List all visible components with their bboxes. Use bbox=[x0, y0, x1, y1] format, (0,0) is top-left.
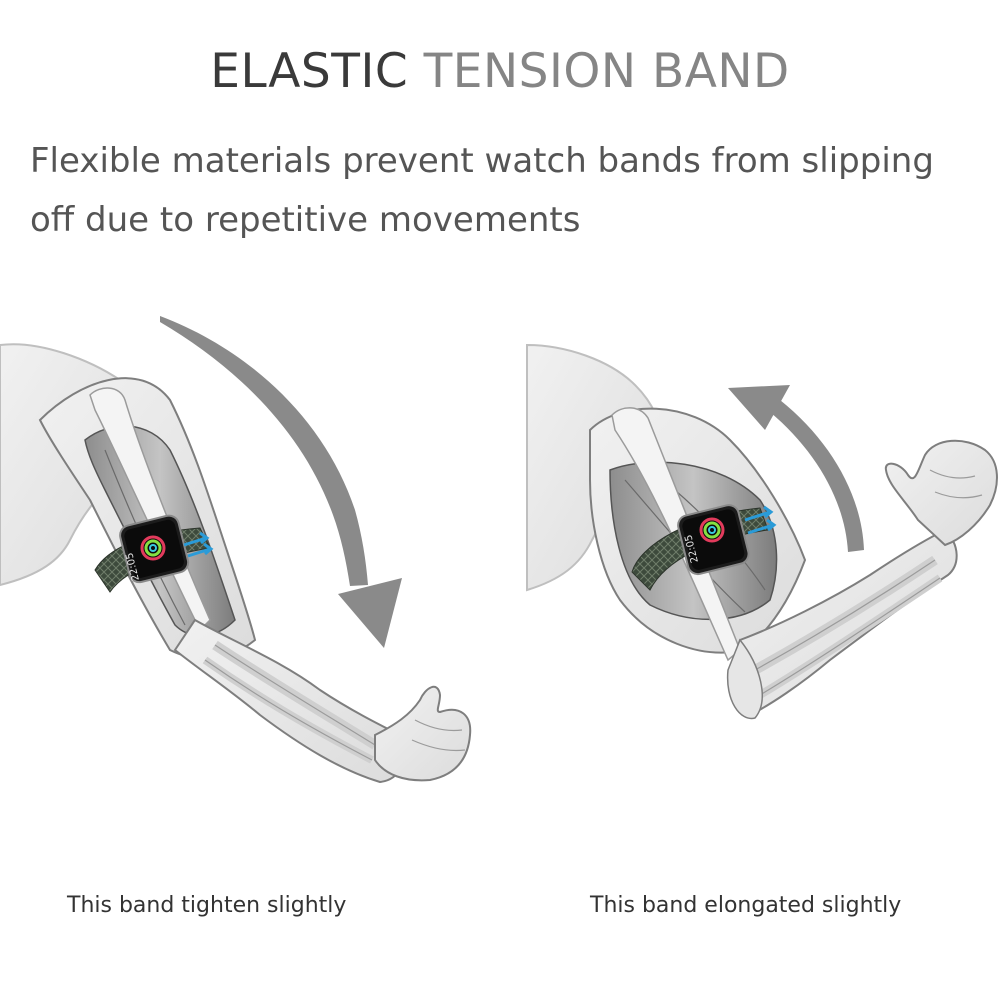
right-caption: This band elongated slightly bbox=[590, 893, 902, 918]
right-stretch-arrows-icon bbox=[744, 505, 777, 535]
page-subtitle: Flexible materials prevent watch bands f… bbox=[30, 141, 934, 240]
left-activity-rings-icon bbox=[140, 535, 166, 561]
left-arm-illustration bbox=[0, 343, 472, 784]
title-dark-part: ELASTIC bbox=[210, 44, 409, 99]
page-title: ELASTIC TENSION BAND bbox=[0, 44, 1000, 99]
right-activity-rings-icon bbox=[699, 517, 725, 543]
left-stretch-arrows-icon bbox=[183, 531, 214, 558]
up-curved-arrow-icon bbox=[728, 385, 864, 552]
left-caption: This band tighten slightly bbox=[67, 893, 347, 918]
title-light-part: TENSION BAND bbox=[423, 44, 790, 99]
down-curved-arrow-icon bbox=[160, 316, 402, 648]
